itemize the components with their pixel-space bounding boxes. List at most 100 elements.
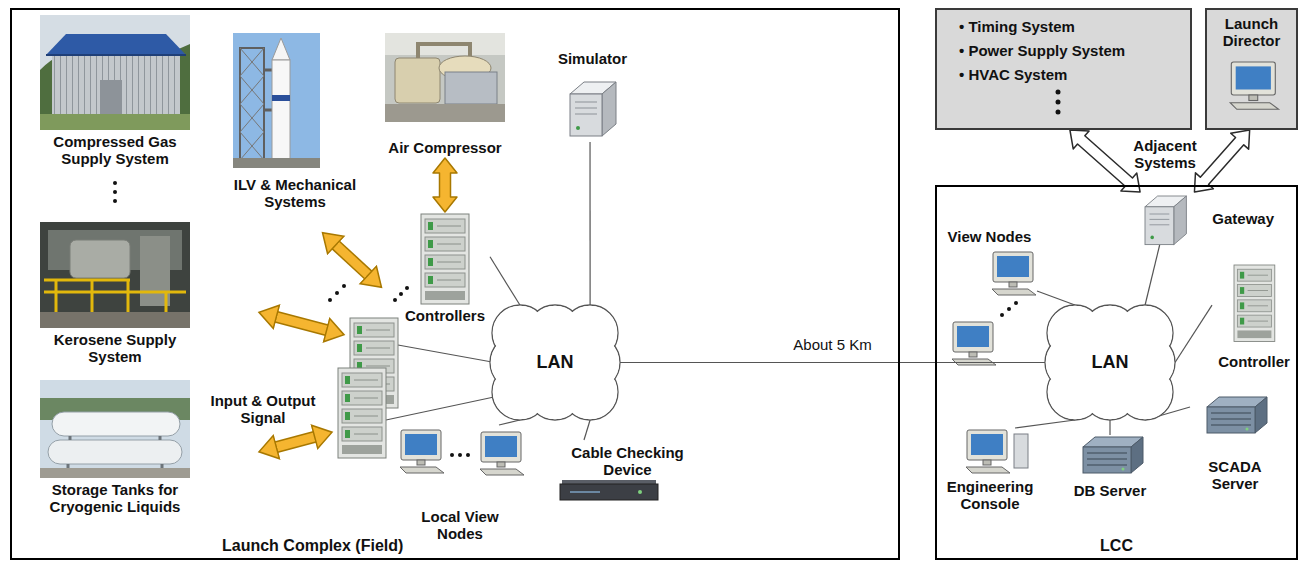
ellipsis-dots	[113, 90, 1061, 458]
text-holder: Compressed Gas Supply System	[35, 12, 195, 167]
node-label: LCC	[1100, 537, 1133, 555]
text-holder: SCADA Server	[1190, 392, 1280, 492]
director-monitor-icon	[1230, 62, 1278, 109]
node-label: Simulator	[558, 50, 627, 67]
equipment-photo: Kerosene Supply System	[35, 220, 195, 365]
node-label: Storage Tanks for Cryogenic Liquids	[35, 481, 195, 516]
text-holder: Gateway	[1135, 192, 1280, 245]
text-holder: • Timing System• Power Supply System• HV…	[937, 10, 1190, 128]
controller-rack-icon	[1234, 265, 1275, 342]
controller-rack: Controller	[1212, 262, 1296, 370]
cloud-fill	[1046, 306, 1174, 419]
node-label: • HVAC System	[959, 63, 1067, 87]
network-link	[589, 142, 590, 305]
network-cloud: LAN	[1045, 305, 1175, 420]
text-holder: Controller	[1212, 262, 1296, 370]
network-link	[1175, 305, 1212, 362]
node-label: Cable Checking Device	[565, 444, 690, 479]
network-link	[620, 362, 1045, 363]
interface-arrow	[1194, 130, 1249, 192]
server-node: SCADA Server	[1190, 392, 1280, 492]
node-label: • Timing System	[959, 15, 1075, 39]
network-link	[1037, 291, 1075, 305]
text-holder: Engineering Console	[940, 428, 1040, 512]
node-label: SCADA Server	[1193, 458, 1277, 493]
pc-tower-icon	[1014, 434, 1028, 468]
text-holder: View Nodes	[942, 228, 1037, 368]
node-label: DB Server	[1074, 482, 1147, 499]
signal-arrow	[275, 437, 315, 448]
monitor-icon	[992, 252, 1036, 295]
annotation-label: Adjacent Systems	[1129, 137, 1201, 172]
text-holder: LAN	[490, 305, 620, 420]
network-link	[584, 420, 590, 440]
equipment-photo: Storage Tanks for Cryogenic Liquids	[35, 378, 195, 515]
launch-vehicle-photo	[233, 33, 320, 168]
text-holder: Cable Checking Device	[555, 440, 700, 505]
node-label: Air Compressor	[388, 139, 501, 156]
annotation-box: Adjacent Systems	[1129, 137, 1201, 172]
server-node: DB Server	[1067, 435, 1153, 499]
server-node: Gateway	[1135, 192, 1280, 245]
io-rack-icon	[338, 368, 386, 458]
equipment-photo: ILV & Mechanical Systems	[225, 30, 365, 210]
equipment-photo: Compressed Gas Supply System	[35, 12, 195, 167]
text-holder: LAN	[1045, 305, 1175, 420]
text-holder: Kerosene Supply System	[35, 220, 195, 365]
text-holder: Storage Tanks for Cryogenic Liquids	[35, 378, 195, 515]
text-holder: Launch Complex (Field)	[12, 10, 898, 558]
node-label: Local View Nodes	[414, 508, 506, 543]
edge-label-box: About 5 Km	[791, 335, 873, 352]
interface-arrow	[1070, 130, 1140, 192]
text-holder: Local View Nodes	[385, 425, 535, 542]
air-compressor-photo	[385, 33, 505, 122]
cloud-fill	[491, 306, 619, 419]
panel-fill	[935, 8, 1192, 130]
simulator-icon	[570, 82, 616, 136]
system-list-box: • Timing System• Power Supply System• HV…	[935, 8, 1192, 130]
controller-rack-icon	[421, 214, 469, 304]
cable-checker-icon	[560, 480, 658, 500]
controller-rack: Controllers	[400, 212, 490, 324]
signal-arrow	[275, 317, 327, 331]
node-label: Controllers	[405, 307, 485, 324]
signal-arrow	[335, 244, 369, 275]
panel-fill	[1205, 8, 1298, 130]
node-label: LAN	[537, 352, 574, 373]
server-node: Simulator	[545, 50, 640, 142]
monitor-icon	[480, 432, 524, 475]
node-label: Controller	[1218, 353, 1290, 370]
node-label: Gateway	[1212, 210, 1274, 227]
console-monitor-icon	[966, 430, 1010, 473]
node-label: Compressed Gas Supply System	[35, 133, 195, 168]
monitor-icon	[952, 322, 996, 365]
node-label: LAN	[1092, 352, 1129, 373]
text-holder: ILV & Mechanical Systems	[225, 30, 365, 210]
scada-server-icon	[1207, 397, 1267, 433]
gateway-icon	[1145, 196, 1186, 245]
kerosene-plant-photo	[40, 222, 190, 328]
text-holder: Air Compressor	[380, 30, 510, 158]
network-link	[1015, 420, 1075, 428]
cloud-outline	[1045, 305, 1175, 420]
device-node: Cable Checking Device	[555, 440, 700, 505]
annotation-label: Input & Output Signal	[203, 392, 323, 427]
text-holder: Launch Director	[1207, 10, 1296, 128]
view-node-group: View Nodes	[942, 228, 1037, 368]
network-cloud: LAN	[490, 305, 620, 420]
console-node: Engineering Console	[940, 428, 1040, 512]
db-server-icon	[1083, 437, 1143, 473]
node-label: Launch Complex (Field)	[222, 537, 403, 555]
network-link	[1109, 420, 1110, 435]
text-holder: DB Server	[1067, 435, 1153, 499]
network-link	[1145, 245, 1160, 305]
network-link	[490, 257, 520, 305]
node-label: View Nodes	[948, 228, 1032, 245]
signal-arrow	[433, 158, 457, 212]
gas-building-photo	[40, 15, 190, 130]
equipment-photo: Air Compressor	[380, 30, 510, 158]
monitor-icon	[400, 430, 444, 473]
node-label: • Power Supply System	[959, 39, 1125, 63]
